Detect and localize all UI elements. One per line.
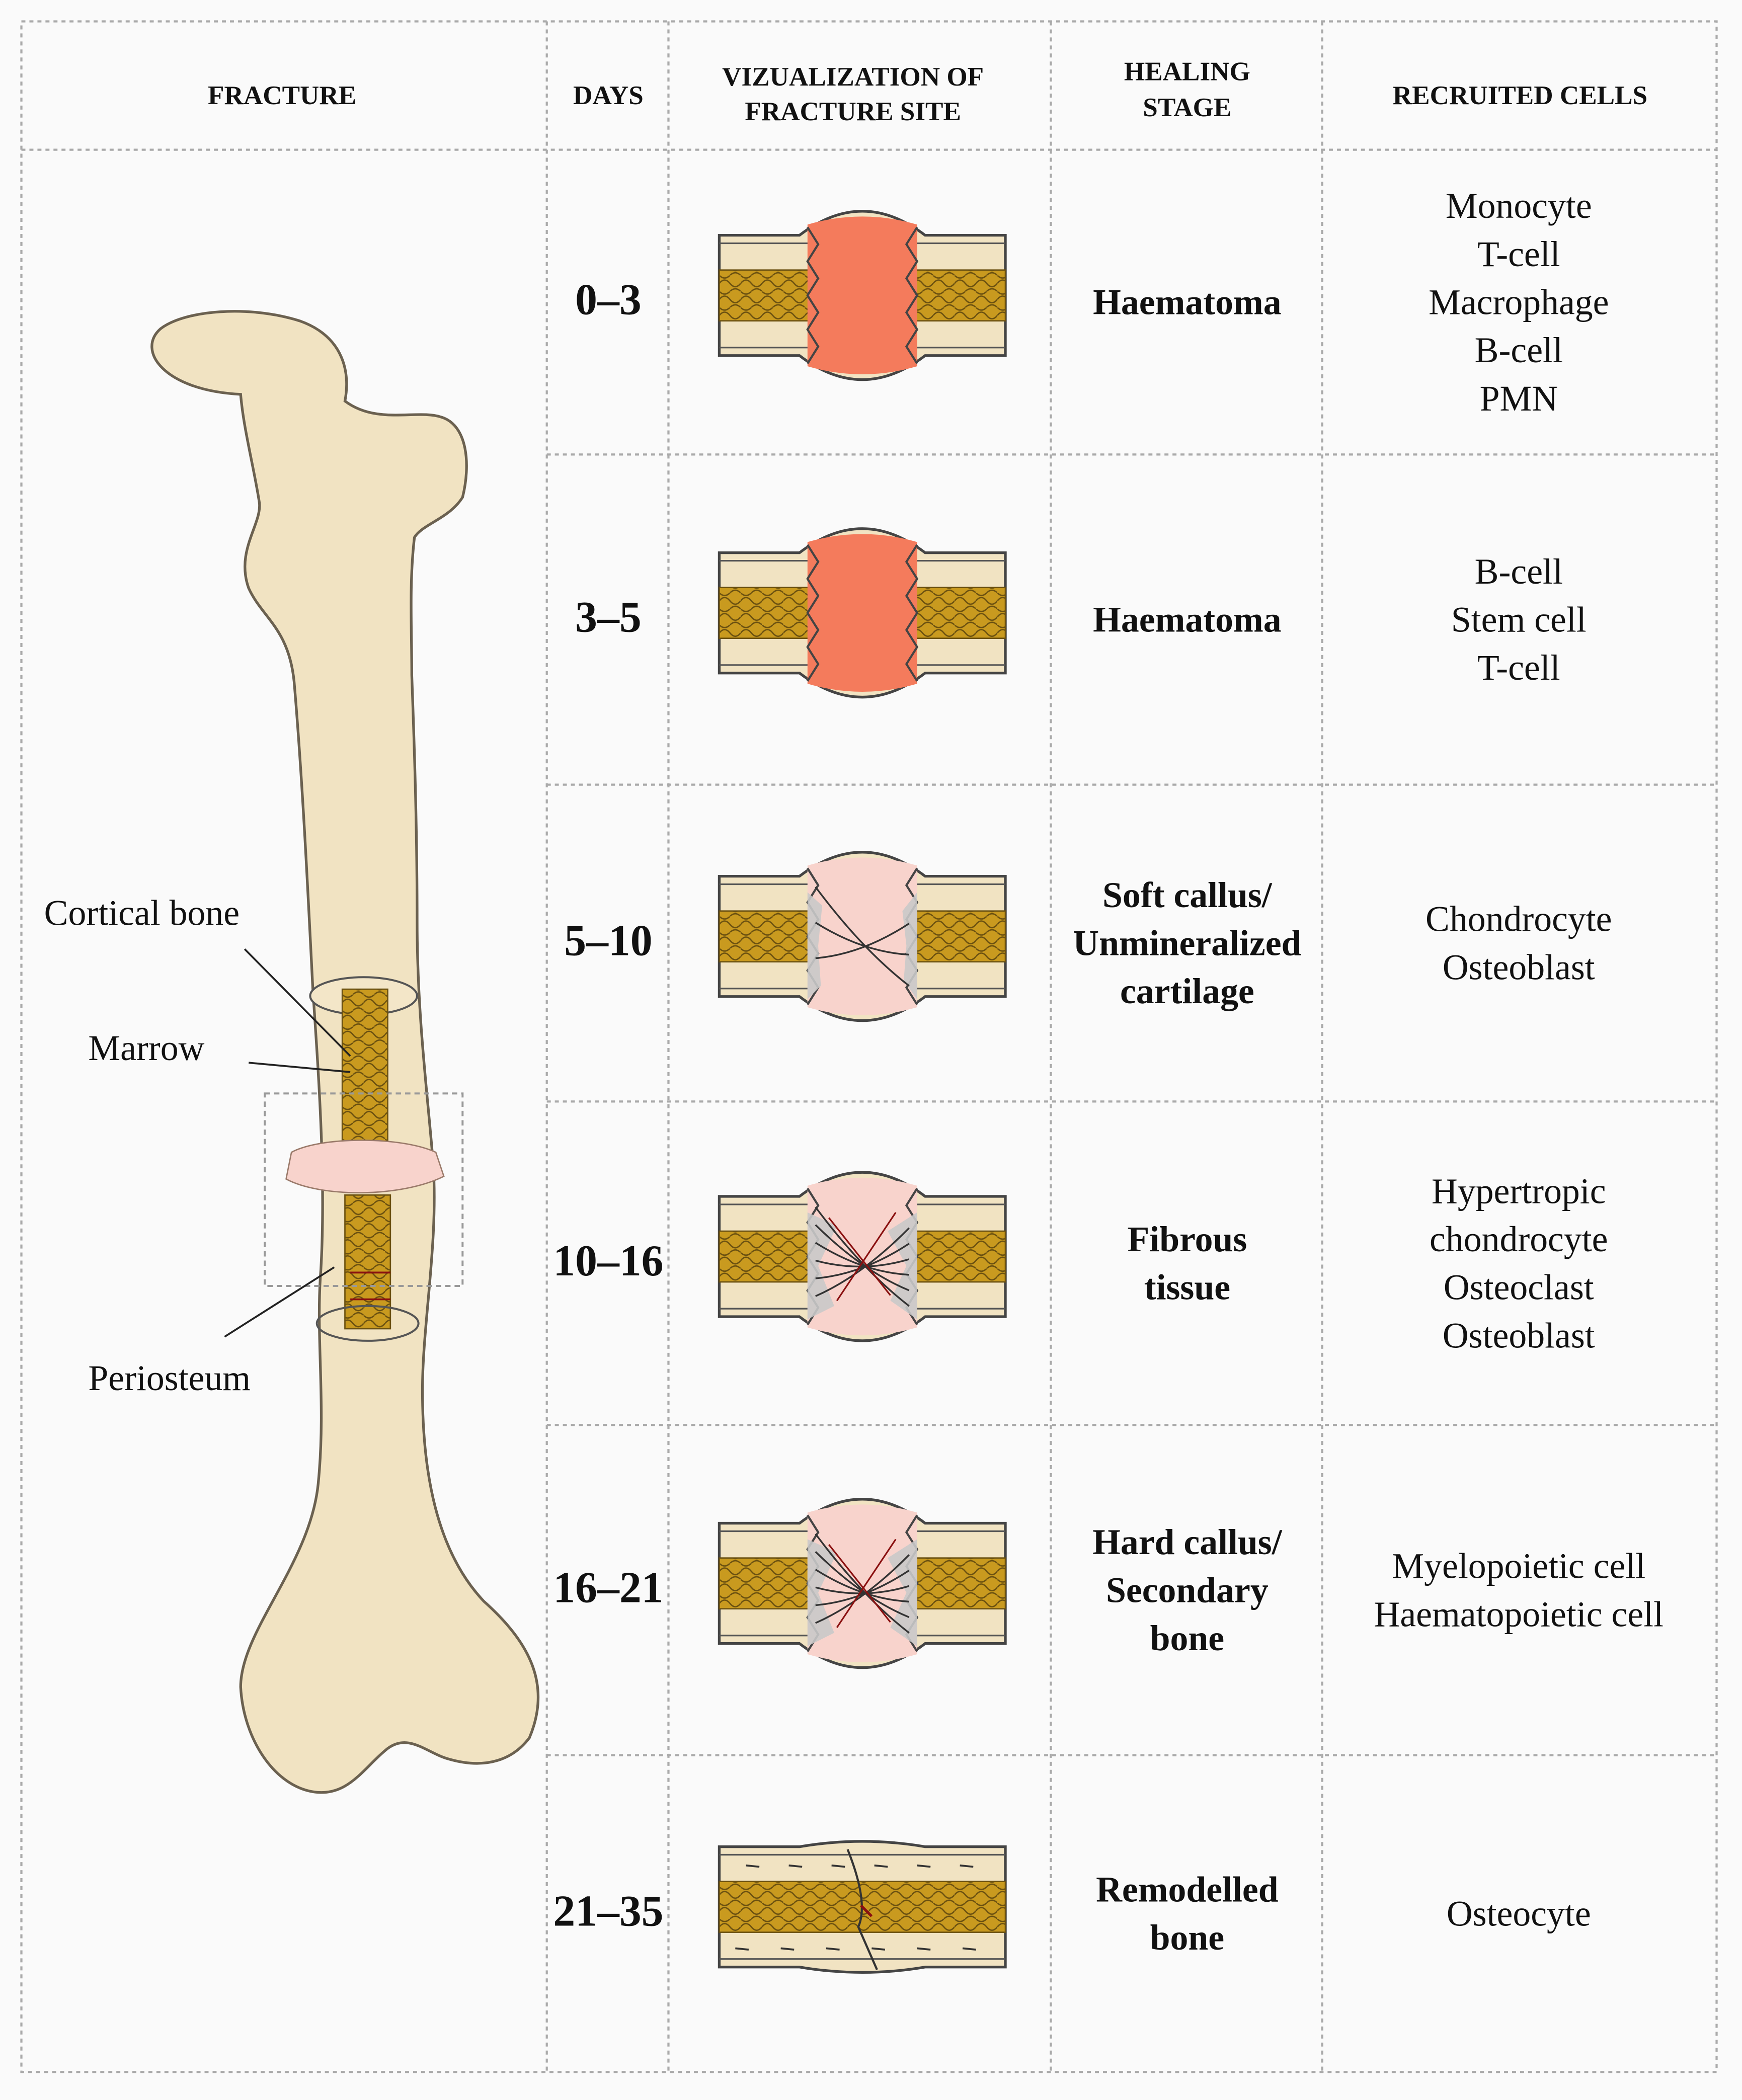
recruited-cell-label: chondrocyte bbox=[1430, 1219, 1608, 1259]
table-header: FRACTURE DAYS VIZUALIZATION OF FRACTURE … bbox=[208, 57, 1647, 126]
healing-stage-label: tissue bbox=[1144, 1267, 1230, 1308]
healing-stage-label: Remodelled bbox=[1096, 1870, 1279, 1910]
femur-fracture-callus bbox=[285, 1140, 445, 1194]
healing-stage-label: Haematoma bbox=[1093, 599, 1281, 639]
recruited-cell-label: PMN bbox=[1480, 378, 1558, 419]
fracture-gap-fill bbox=[807, 857, 917, 1015]
healing-stage-label: Haematoma bbox=[1093, 282, 1281, 322]
recruited-cell-label: B-cell bbox=[1475, 551, 1563, 592]
femur-illustration bbox=[150, 310, 540, 1794]
healing-row: 21–35 bbox=[553, 1887, 663, 1935]
header-recruited-cells: RECRUITED CELLS bbox=[1393, 81, 1647, 110]
header-healing-stage-line2: STAGE bbox=[1143, 93, 1231, 122]
healing-stage-label: Fibrous bbox=[1127, 1219, 1247, 1259]
days-value: 5–10 bbox=[564, 916, 652, 965]
recruited-cell-label: Myelopoietic cell bbox=[1392, 1546, 1645, 1586]
femur-marrow-lower bbox=[344, 1194, 391, 1330]
recruited-cell-label: Macrophage bbox=[1429, 282, 1609, 322]
recruited-cell-label: T-cell bbox=[1477, 648, 1560, 688]
fracture-site-visual bbox=[718, 527, 1007, 699]
healing-stage-label: Soft callus/ bbox=[1102, 875, 1273, 915]
days-value: 21–35 bbox=[553, 1887, 663, 1935]
recruited-cell-label: Stem cell bbox=[1451, 599, 1587, 639]
label-marrow: Marrow bbox=[88, 1028, 204, 1068]
healing-stage-label: Unmineralized bbox=[1073, 923, 1301, 963]
fracture-gap-fill bbox=[807, 534, 917, 692]
healing-stage-label: Secondary bbox=[1106, 1570, 1269, 1610]
fracture-site-visual bbox=[718, 1498, 1007, 1669]
fracture-site-visual bbox=[718, 1171, 1007, 1342]
days-value: 0–3 bbox=[575, 275, 641, 324]
healing-stage-label: Hard callus/ bbox=[1092, 1522, 1283, 1562]
days-value: 10–16 bbox=[553, 1236, 663, 1285]
recruited-cell-label: Hypertropic bbox=[1432, 1171, 1606, 1211]
recruited-cell-label: Haematopoietic cell bbox=[1374, 1594, 1664, 1634]
recruited-cell-label: Chondrocyte bbox=[1426, 899, 1612, 939]
fracture-gap-fill bbox=[807, 1504, 917, 1662]
fracture-site-visual bbox=[718, 851, 1007, 1022]
healing-row: 0–3 bbox=[575, 275, 641, 324]
header-visualization-line2: FRACTURE SITE bbox=[745, 97, 961, 126]
femur-marrow-upper bbox=[341, 988, 388, 1164]
recruited-cell-label: Osteocyte bbox=[1447, 1893, 1591, 1933]
recruited-cell-label: Osteoblast bbox=[1443, 947, 1595, 987]
healing-row: 16–21 bbox=[553, 1563, 663, 1612]
healing-stage-label: bone bbox=[1150, 1618, 1224, 1658]
header-fracture: FRACTURE bbox=[208, 81, 356, 110]
label-cortical-bone: Cortical bone bbox=[44, 893, 240, 933]
recruited-cell-label: Osteoclast bbox=[1444, 1267, 1594, 1308]
header-visualization-line1: VIZUALIZATION OF bbox=[722, 62, 984, 92]
healing-stage-label: cartilage bbox=[1120, 971, 1254, 1011]
header-healing-stage-line1: HEALING bbox=[1124, 57, 1250, 86]
label-periosteum: Periosteum bbox=[88, 1358, 251, 1398]
fracture-site-visual bbox=[718, 1840, 1007, 1974]
healing-row: 10–16 bbox=[553, 1236, 663, 1285]
fracture-gap-fill bbox=[807, 216, 917, 374]
recruited-cell-label: Monocyte bbox=[1446, 186, 1592, 226]
healing-row: 5–10 bbox=[564, 916, 652, 965]
header-days: DAYS bbox=[573, 81, 644, 110]
recruited-cell-label: B-cell bbox=[1475, 330, 1563, 370]
femur-cut-bottom bbox=[315, 1305, 420, 1342]
fracture-zoom-box bbox=[264, 1092, 464, 1287]
days-value: 16–21 bbox=[553, 1563, 663, 1612]
healing-stage-label: bone bbox=[1150, 1917, 1224, 1958]
fracture-site-visual bbox=[718, 210, 1007, 381]
table-grid bbox=[20, 20, 1718, 2073]
healing-row: 3–5 bbox=[575, 593, 641, 641]
recruited-cell-label: Osteoblast bbox=[1443, 1315, 1595, 1355]
fracture-gap-fill bbox=[807, 1177, 917, 1336]
days-value: 3–5 bbox=[575, 593, 641, 641]
recruited-cell-label: T-cell bbox=[1477, 234, 1560, 274]
